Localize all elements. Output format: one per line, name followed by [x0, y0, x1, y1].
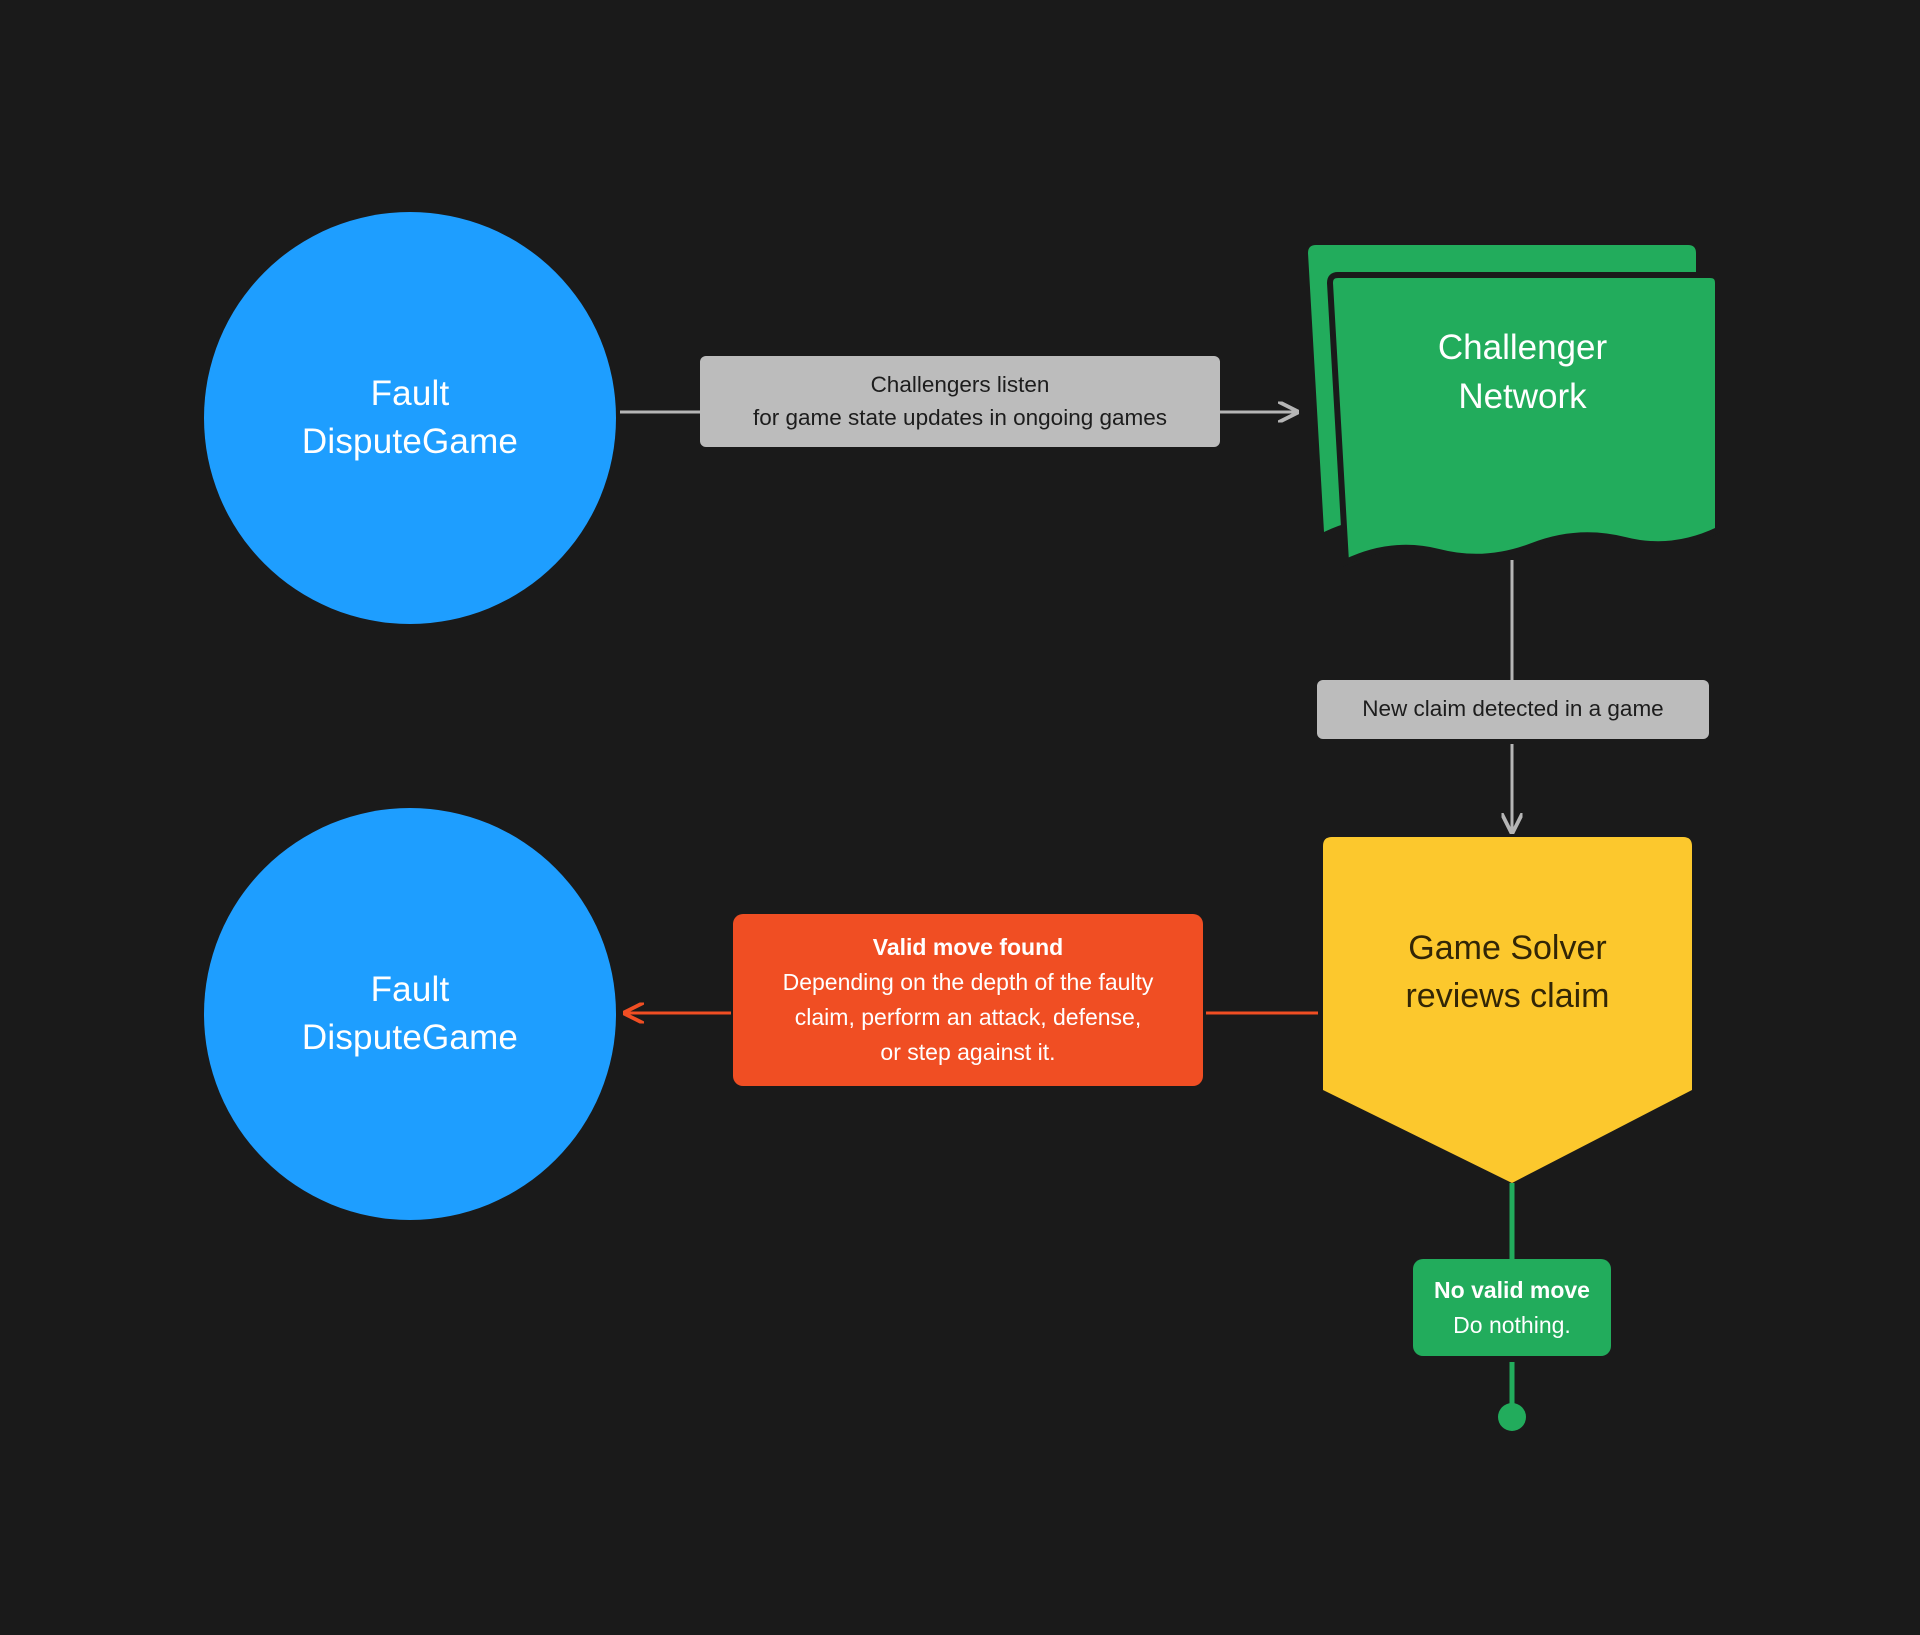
node-label-line-1: Fault — [370, 373, 450, 413]
node-label-line-1: Game Solver — [1408, 928, 1607, 967]
edge-label-line-2: Depending on the depth of the faulty — [782, 968, 1154, 995]
node-label-line-2: DisputeGame — [301, 422, 519, 461]
edge-label-line-2: for game state updates in ongoing games — [752, 404, 1168, 430]
edge-label-line-1: Valid move found — [872, 934, 1064, 960]
node-label-line-2: DisputeGame — [301, 1018, 519, 1057]
edge-label-line-1: Challengers listen — [870, 372, 1050, 397]
node-label-line-2: Network — [1458, 376, 1587, 416]
edge-label-valid-move: Valid move found Depending on the depth … — [733, 914, 1203, 1086]
edge-label-line-1: No valid move — [1434, 1277, 1590, 1303]
node-label-line-1: Fault — [370, 969, 450, 1009]
edge-label-line-4: or step against it. — [880, 1038, 1056, 1065]
edge-label-line-3: claim, perform an attack, defense, — [794, 1003, 1142, 1030]
edge-label-challengers-listen: Challengers listen for game state update… — [700, 356, 1220, 448]
node-label-line-1: Challenger — [1437, 328, 1608, 368]
node-fault-dispute-game-bottom[interactable]: Fault DisputeGame — [204, 808, 616, 1220]
edge-label-line-1: New claim detected in a game — [1362, 696, 1664, 721]
node-challenger-network-label: Challenger Network — [1330, 245, 1715, 500]
node-challenger-network[interactable]: Challenger Network — [1300, 245, 1715, 565]
edge-label-new-claim: New claim detected in a game — [1317, 680, 1709, 739]
edge-label-no-valid-move: No valid move Do nothing. — [1413, 1259, 1611, 1356]
edge-label-line-2: Do nothing. — [1453, 1311, 1571, 1338]
node-label-line-2: reviews claim — [1405, 977, 1610, 1015]
node-game-solver-label: Game Solver reviews claim — [1315, 837, 1700, 1107]
node-game-solver[interactable]: Game Solver reviews claim — [1315, 837, 1700, 1187]
end-dot-icon — [1498, 1403, 1526, 1431]
node-fault-dispute-game-top[interactable]: Fault DisputeGame — [204, 212, 616, 624]
